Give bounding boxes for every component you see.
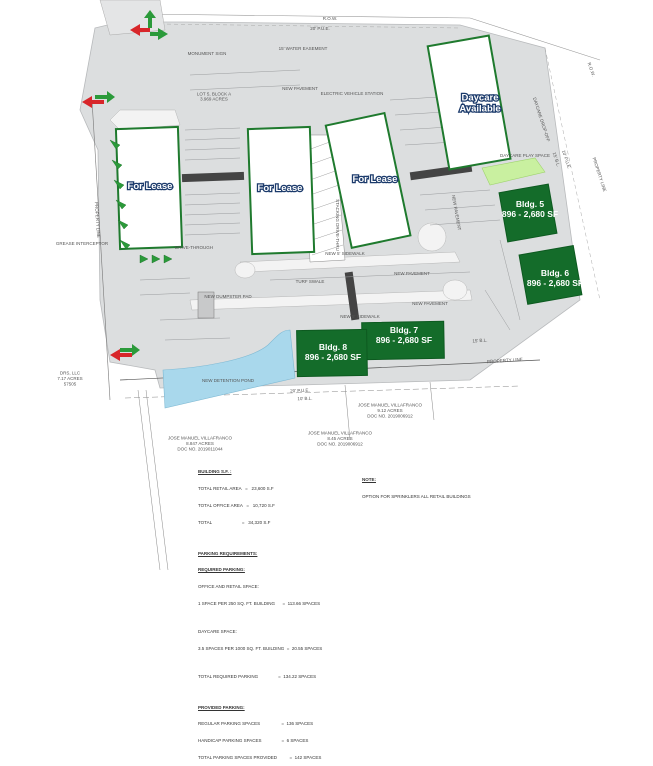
required-line: OFFICE AND RETAIL SPACE: bbox=[198, 584, 259, 590]
sidewalk-label: NEW 5' SIDEWALK bbox=[325, 251, 364, 256]
traffic-arrows bbox=[82, 10, 173, 361]
lot-line-bottom-a bbox=[137, 389, 161, 571]
entry-exit-arrows-lower bbox=[110, 344, 140, 361]
row-label: R.O.W. bbox=[323, 16, 338, 21]
dumpster-pad-label: NEW DUMPSTER PAD bbox=[204, 294, 252, 299]
landscape-circle-c bbox=[234, 261, 256, 279]
required-line: TOTAL REQUIRED PARKING = 134.22 SPACES bbox=[198, 673, 317, 679]
grease-interceptor-label: GREASE INTERCEPTOR bbox=[56, 241, 109, 246]
property-line-bottom-label: PROPERTY LINE bbox=[487, 357, 523, 364]
pue-top-label: 20' P.U.E. bbox=[310, 26, 330, 31]
building-line: TOTAL OFFICE AREA = 10,720 S.F bbox=[198, 502, 275, 508]
bl-right-label: 15' B.L. bbox=[552, 152, 561, 168]
building-label: For Lease bbox=[128, 181, 173, 192]
lot-line-bottom-b bbox=[145, 389, 169, 571]
stacking-label: STACKING DRIVE-THRU bbox=[335, 199, 340, 251]
detention-pond bbox=[162, 329, 296, 409]
property-line-left bbox=[91, 99, 111, 401]
play-space-label: DAYCARE PLAY SPACE bbox=[500, 153, 550, 158]
parking-header: PARKING REQUIREMENTS: bbox=[198, 550, 258, 556]
bl-bottom-label: 15' B.L. bbox=[472, 337, 487, 343]
building-for-lease-2 bbox=[246, 125, 316, 256]
building-bldg-8 bbox=[296, 328, 368, 378]
daycare-play-space bbox=[481, 157, 546, 186]
building-bldg-6 bbox=[518, 244, 583, 305]
turf-swale-label: TURF SWALE bbox=[296, 279, 325, 284]
building-label: For Lease bbox=[258, 183, 303, 194]
pue-right-label: 10' P.U.E. bbox=[561, 149, 572, 169]
pue-bottom-label: 20' P.U.E. bbox=[290, 388, 310, 394]
road-line-right-2 bbox=[544, 47, 601, 301]
road-line-right bbox=[469, 17, 601, 61]
green-chevron-arrows bbox=[109, 139, 173, 264]
building-bldg-5 bbox=[498, 183, 558, 243]
new-pavement-label: NEW PAVEMENT bbox=[412, 301, 448, 306]
building-header: BUILDING S.F. : bbox=[198, 469, 232, 475]
property-line-right-label: PROPERTY LINE bbox=[592, 157, 608, 193]
stacking-hatch-lines bbox=[307, 139, 344, 256]
monument-sign-label: MONUMENT SIGN bbox=[188, 51, 227, 56]
road-line-top-2 bbox=[159, 23, 461, 29]
building-for-lease-3 bbox=[324, 111, 412, 250]
detention-pond-label: NEW DETENTION POND bbox=[202, 378, 255, 383]
landscape-circle-a bbox=[417, 222, 447, 252]
provided-header: PROVIDED PARKING: bbox=[198, 704, 245, 710]
building-summary: BUILDING S.F. : TOTAL RETAIL AREA = 23,6… bbox=[198, 458, 322, 766]
sidewalk-bar-vertical bbox=[344, 271, 360, 321]
required-line: 1 SPACE PER 250 SQ. FT. BUILDING = 113.6… bbox=[198, 600, 321, 606]
dumpster-pad bbox=[197, 291, 215, 319]
row-label-right: R.O.W. bbox=[587, 62, 597, 77]
building-for-lease-1 bbox=[114, 125, 184, 251]
building-label: For Lease bbox=[353, 174, 398, 185]
landscape-strip-lower bbox=[189, 289, 473, 311]
provided-line: TOTAL PARKING SPACES PROVIDED = 142 SPAC… bbox=[198, 754, 322, 760]
new-pavement-label: NEW PAVEMENT bbox=[451, 195, 462, 231]
road-line-top bbox=[139, 13, 471, 19]
drive-through-label: DRIVE-THROUGH bbox=[175, 245, 213, 250]
building-line: TOTAL RETAIL AREA = 23,600 S.F bbox=[198, 485, 274, 491]
required-line: DAYCARE SPACE: bbox=[198, 628, 237, 634]
entry-exit-arrows-top bbox=[130, 10, 168, 40]
notes-text: OPTION FOR SPRINKLERS ALL RETAIL BUILDIN… bbox=[362, 493, 471, 499]
required-line: 3.5 SPACES PER 1000 SQ. FT. BUILDING = 2… bbox=[198, 645, 323, 651]
building-line: TOTAL = 34,320 S.F bbox=[198, 519, 271, 525]
property-line-left-label: PROPERTY LINE bbox=[94, 202, 101, 238]
provided-line: HANDICAP PARKING SPACES = 6 SPACES bbox=[198, 738, 309, 744]
sidewalk-bar-left bbox=[181, 171, 245, 183]
ev-station-label: ELECTRIC VEHICLE STATION bbox=[321, 91, 384, 96]
landscape-circle-b bbox=[442, 279, 468, 301]
sidewalk-label: NEW 5' SIDEWALK bbox=[340, 314, 379, 319]
new-pavement-label: NEW PAVEMENT bbox=[282, 86, 318, 91]
provided-line: REGULAR PARKING SPACES = 136 SPACES bbox=[198, 721, 314, 727]
entry-exit-arrows-left bbox=[82, 91, 115, 108]
lot-line-bottom-d bbox=[429, 381, 435, 421]
notes-title: NOTE: bbox=[362, 477, 376, 483]
new-pavement-label: NEW PAVEMENT bbox=[394, 271, 430, 276]
notes-block: NOTE: OPTION FOR SPRINKLERS ALL RETAIL B… bbox=[362, 466, 471, 505]
building-daycare bbox=[426, 34, 512, 171]
required-header: REQUIRED PARKING: bbox=[198, 567, 245, 573]
water-easement-label: 15' WATER EASEMENT bbox=[279, 46, 328, 51]
lot-line-bottom-c bbox=[344, 384, 351, 441]
bl-lower-label: 10' B.L. bbox=[297, 396, 312, 402]
